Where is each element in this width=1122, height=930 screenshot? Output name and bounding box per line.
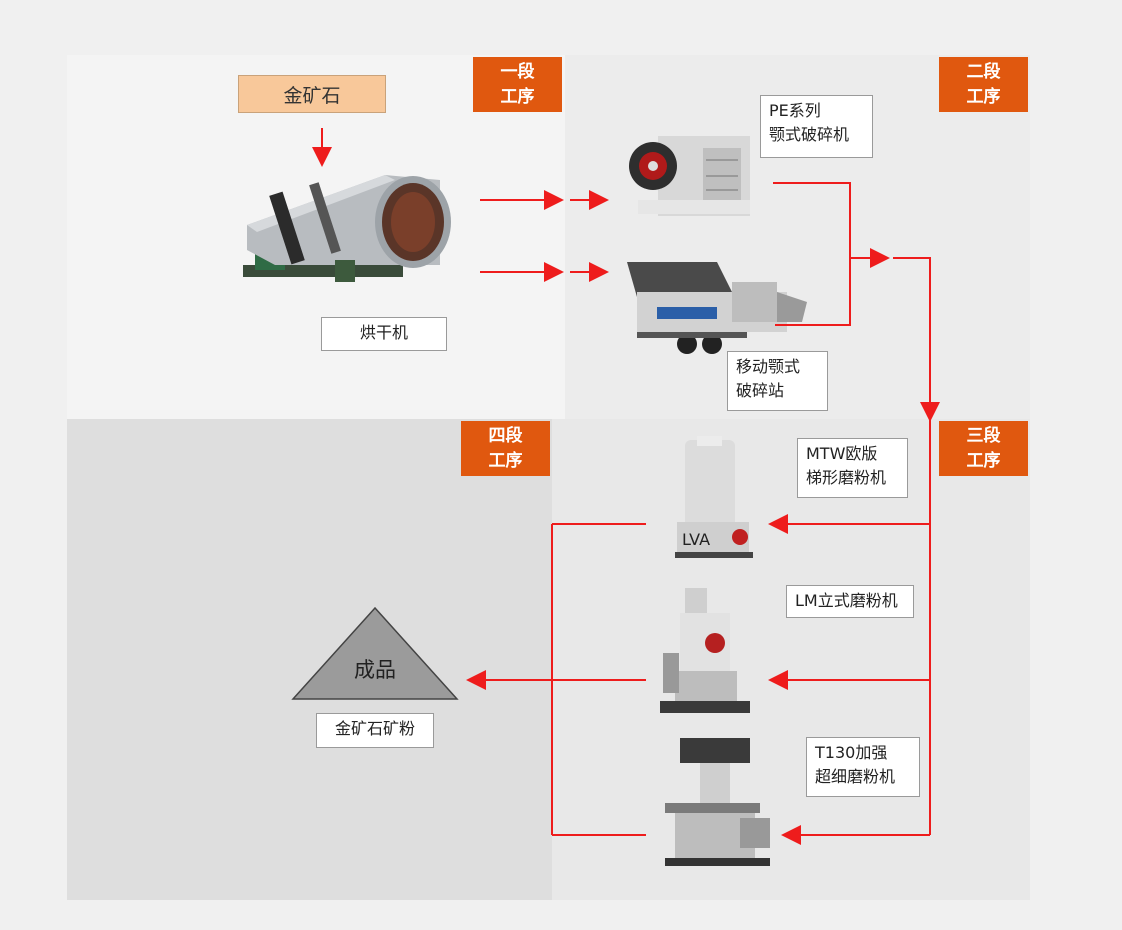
mtw-mill-label: MTW欧版 梯形磨粉机 xyxy=(797,438,908,498)
mobile-crusher-label-line2: 破碎站 xyxy=(736,381,785,400)
stage-1-line2: 工序 xyxy=(500,86,535,107)
stage-1-line1: 一段 xyxy=(500,61,535,82)
stage-3-badge: 三段 工序 xyxy=(939,421,1028,476)
mobile-jaw-crusher-image xyxy=(627,262,807,354)
stage-3-line1: 三段 xyxy=(966,425,1001,446)
stage-4-badge: 四段 工序 xyxy=(461,421,550,476)
stage-2-badge: 二段 工序 xyxy=(939,57,1028,112)
lm-mill-label: LM立式磨粉机 xyxy=(786,585,914,618)
t130-mill-label-line1: T130加强 xyxy=(815,743,888,762)
stage-2-line2: 工序 xyxy=(966,86,1001,107)
lm-vertical-mill-image xyxy=(660,588,750,713)
t130-mill-label-line2: 超细磨粉机 xyxy=(815,767,896,786)
gold-ore-input-box: 金矿石 xyxy=(238,75,386,113)
stage-3-line2: 工序 xyxy=(966,450,1001,471)
t130-mill-label: T130加强 超细磨粉机 xyxy=(806,737,920,797)
mobile-crusher-label: 移动颚式 破碎站 xyxy=(727,351,828,411)
pe-crusher-label-line2: 颚式破碎机 xyxy=(769,125,850,144)
rotary-dryer-image xyxy=(243,175,451,282)
mtw-mill-label-line1: MTW欧版 xyxy=(806,444,878,463)
mtw-trapezium-mill-image: LVA xyxy=(675,436,753,558)
pe-crusher-label: PE系列 颚式破碎机 xyxy=(760,95,873,158)
panel-stage-3 xyxy=(552,419,1030,900)
stage-4-line1: 四段 xyxy=(488,425,523,446)
finished-product-title: 成品 xyxy=(354,658,396,682)
pe-crusher-label-line1: PE系列 xyxy=(769,101,821,120)
panel-stage-4 xyxy=(67,419,552,900)
dryer-label: 烘干机 xyxy=(321,317,447,351)
stage-4-line2: 工序 xyxy=(488,450,523,471)
mobile-crusher-label-line1: 移动颚式 xyxy=(736,357,801,376)
t130-ultrafine-mill-image xyxy=(665,738,770,866)
mtw-mill-label-line2: 梯形磨粉机 xyxy=(806,468,887,487)
gold-ore-powder-label: 金矿石矿粉 xyxy=(316,713,434,748)
stage-2-line1: 二段 xyxy=(966,61,1001,82)
svg-text:LVA: LVA xyxy=(682,530,710,549)
stage-1-badge: 一段 工序 xyxy=(473,57,562,112)
pe-jaw-crusher-image xyxy=(629,136,750,216)
